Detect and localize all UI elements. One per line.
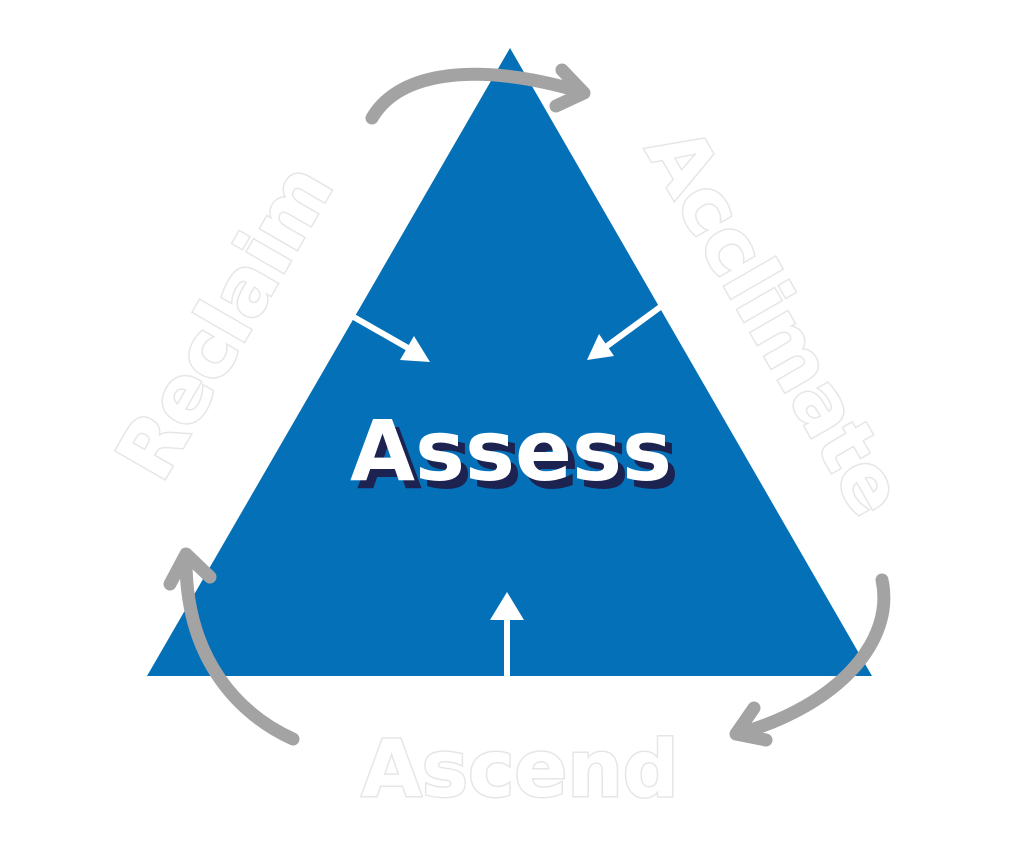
- inward-arrow-upper-right: [587, 291, 681, 360]
- cycle-arrow-right: [729, 573, 891, 747]
- center-label-shadow: Assess: [357, 410, 679, 508]
- label-ascend: Ascend: [361, 725, 678, 815]
- cycle-arrow-left: [163, 547, 300, 746]
- inward-arrow-upper-left: [328, 301, 430, 362]
- inward-arrow-bottom: [490, 592, 524, 703]
- central-triangle: [147, 48, 872, 676]
- center-label: Assess: [350, 402, 672, 500]
- cycle-arrow-top: [365, 63, 591, 125]
